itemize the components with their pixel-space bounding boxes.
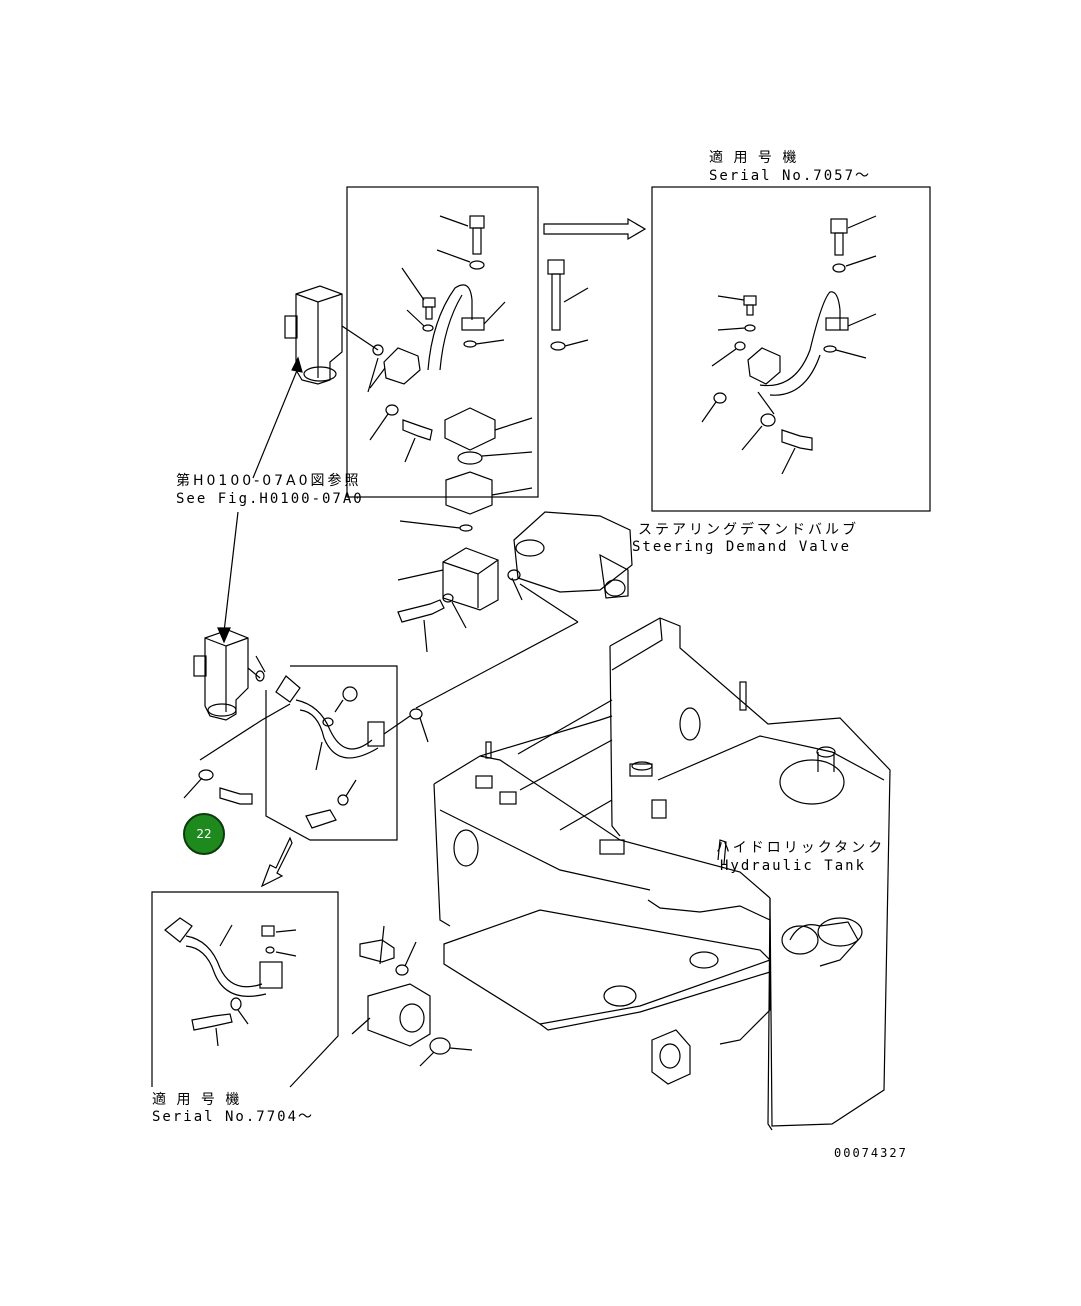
upper-right-serial-en: Serial No.7057～ (709, 168, 872, 184)
reference-arrows (217, 356, 303, 644)
transition-arrow-right (543, 217, 647, 241)
steering-unit-lower (193, 629, 266, 721)
main-frame-and-tank (433, 617, 891, 1131)
lower-left-serial-en: Serial No.7704～ (152, 1109, 315, 1125)
steering-valve-label-jp: ステアリングデマンドバルブ (638, 522, 859, 538)
detail-box-lower-left (151, 891, 339, 1088)
hydraulic-tank-label-jp: ハイドロリックタンク (716, 840, 886, 856)
transition-arrow-down (260, 836, 293, 888)
detail-box-upper-right (651, 186, 931, 512)
part-callout-22[interactable]: 22 (183, 813, 225, 855)
drawing-number: 00074327 (834, 1146, 908, 1160)
lower-fittings (351, 925, 473, 1067)
hydraulic-tank-label-en: Hydraulic Tank (720, 858, 867, 874)
lower-left-serial-jp: 適 用 号 機 (152, 1092, 243, 1108)
steering-valve-label-en: Steering Demand Valve (632, 539, 852, 555)
steering-demand-valve-parts (397, 511, 633, 709)
steering-unit-upper (284, 285, 384, 393)
upper-right-serial-jp: 適 用 号 機 (709, 150, 800, 166)
pipe-detail-box-middle (183, 665, 429, 841)
detail-box-upper-left (346, 186, 589, 515)
see-fig-jp: 第H0100-07A0図参照 (176, 473, 362, 489)
see-fig-en: See Fig.H0100-07A0 (176, 491, 364, 507)
